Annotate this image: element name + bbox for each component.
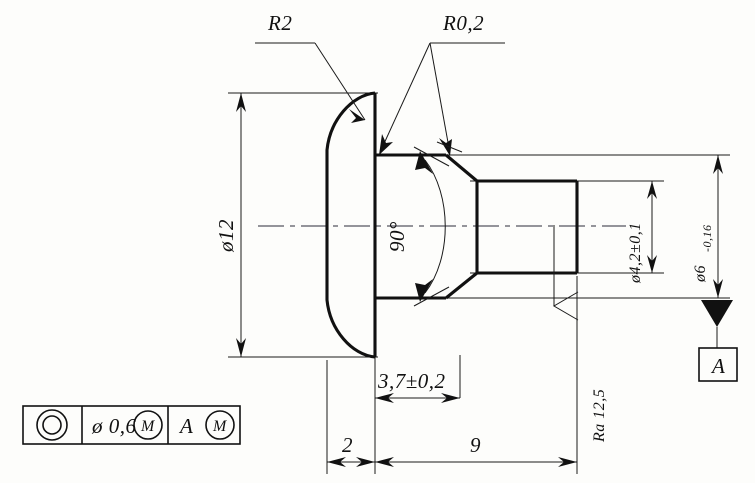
angle-label: 90° [385, 221, 409, 252]
mmc-circle-tolerance [133, 410, 163, 440]
r02-leader [379, 42, 505, 156]
diameter-tip-label: ø4,2±0,1 [627, 222, 644, 284]
dim-shank-length [375, 457, 577, 467]
angle-arc-90 [413, 146, 450, 307]
dim-diameter-tip [647, 181, 657, 273]
fcf-datum-reference: A [178, 414, 193, 438]
dim-flange-length [327, 457, 375, 467]
r2-leader [255, 42, 366, 123]
dim-head-length [375, 393, 460, 403]
feature-control-frame [22, 405, 241, 445]
r02-label: R0,2 [442, 11, 484, 35]
diameter-head-label: ø12 [214, 219, 238, 253]
roughness-label: Ra 12,5 [591, 389, 608, 443]
diameter-shank-label-group: ø6 -0,16 [692, 225, 714, 284]
r2-label: R2 [267, 11, 292, 35]
fcf-tolerance-modifier: M [140, 418, 156, 435]
fcf-tolerance-value: ø 0,6 [91, 414, 137, 438]
surface-roughness-symbol [553, 225, 579, 321]
shank-length-label: 9 [470, 433, 481, 457]
concentricity-symbol [36, 409, 68, 441]
flange-length-label: 2 [342, 433, 353, 457]
diameter-shank-label: ø6 [692, 265, 709, 283]
datum-indicator [698, 300, 738, 382]
dim-diameter-shank [713, 155, 723, 298]
mmc-circle-datum [205, 410, 235, 440]
extension-lines [228, 92, 730, 474]
dim-diameter-head [236, 93, 246, 357]
datum-letter: A [710, 354, 725, 378]
head-length-label: 3,7±0,2 [377, 369, 446, 393]
diameter-shank-tolerance: -0,16 [700, 225, 714, 253]
part-outline [325, 91, 579, 359]
fcf-datum-modifier: M [212, 418, 228, 435]
